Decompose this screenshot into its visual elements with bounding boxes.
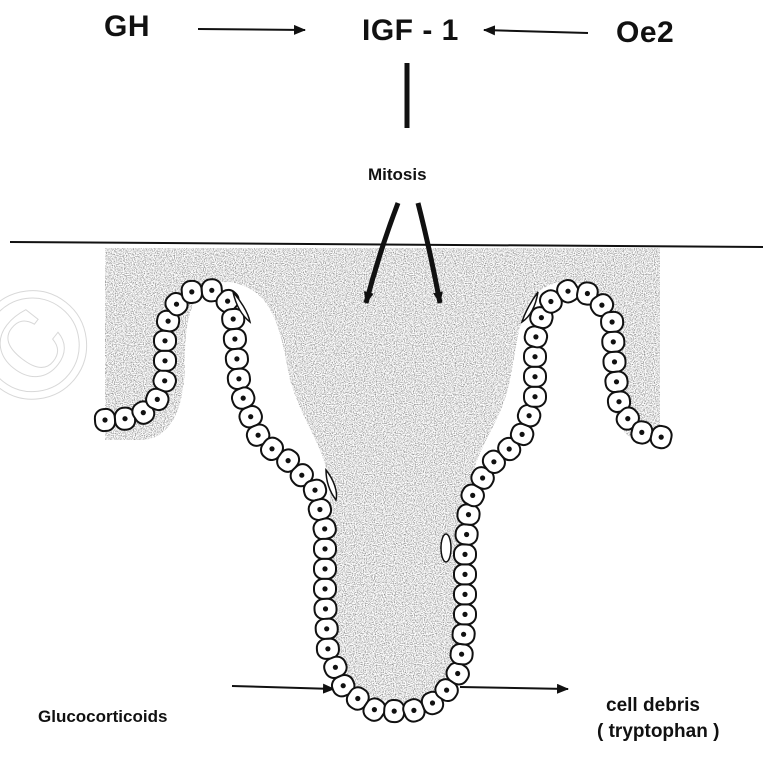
glucocorticoids-label: Glucocorticoids [38,707,167,727]
cell-debris-arrow [460,687,568,689]
cell-nucleus [174,302,179,307]
cell-nucleus [480,475,485,480]
glucocorticoids-arrow [232,686,334,689]
cell-nucleus [461,632,466,637]
surface-line [10,242,763,247]
cell-nucleus [565,289,570,294]
cell-nucleus [269,446,274,451]
cell-nucleus [639,430,644,435]
cell-nucleus [548,299,553,304]
cell-nucleus [189,289,194,294]
cell-nucleus [459,652,464,657]
cell-nucleus [466,512,471,517]
cell-nucleus [162,378,167,383]
cell-nucleus [411,708,416,713]
cell-nucleus [507,446,512,451]
cell-nucleus [610,319,615,324]
cell-nucleus [372,707,377,712]
cell-nucleus [491,459,496,464]
cell-nucleus [355,696,360,701]
cell-nucleus [532,374,537,379]
cell-nucleus [325,646,330,651]
cell-nucleus [616,399,621,404]
cell-nucleus [625,416,630,421]
cell-nucleus [611,339,616,344]
cell-nucleus [231,316,236,321]
cell-nucleus [444,688,449,693]
cell-nucleus [323,606,328,611]
cell-nucleus [585,291,590,296]
cell-nucleus [102,417,107,422]
cell-nucleus [462,572,467,577]
cell-nucleus [333,665,338,670]
cell-nucleus [455,671,460,676]
cell-nucleus [232,336,237,341]
cell-nucleus [312,488,317,493]
gh-label: GH [104,10,150,44]
cell-nucleus [462,592,467,597]
tryptophan-label: ( tryptophan ) [597,720,719,744]
cell-nucleus [166,319,171,324]
oe2-label: Oe2 [616,16,674,50]
cell-nucleus [659,435,664,440]
cell-nucleus [322,526,327,531]
cell-nucleus [470,493,475,498]
cell-nucleus [209,288,214,293]
cell-nucleus [317,507,322,512]
cell-nucleus [462,612,467,617]
cell-nucleus [155,397,160,402]
cell-nucleus [324,626,329,631]
cell-nucleus [341,683,346,688]
oe2-to-igf-arrow [484,30,588,33]
cell-nucleus [462,552,467,557]
cell-nucleus [299,473,304,478]
cell-debris-label: cell debris [606,694,700,718]
cell-nucleus [248,414,253,419]
cell-nucleus [286,458,291,463]
cell-nucleus [532,394,537,399]
mitosis-label: Mitosis [368,165,427,185]
cell-nucleus [234,356,239,361]
cell-nucleus [162,338,167,343]
cell-nucleus [141,410,146,415]
cell-nucleus [599,303,604,308]
cell-nucleus [322,566,327,571]
cell-nucleus [527,413,532,418]
cell-nucleus [520,432,525,437]
gh-to-igf-arrow [198,29,305,30]
igf1-label: IGF - 1 [362,14,459,48]
cell-nucleus [322,586,327,591]
cell-nucleus [122,416,127,421]
cell-nucleus [533,334,538,339]
cell-nucleus [614,379,619,384]
cell-nucleus [612,359,617,364]
cell-nucleus [236,376,241,381]
cell-nucleus [241,396,246,401]
cell-nucleus [539,315,544,320]
cell-nucleus [430,700,435,705]
cell-nucleus [532,354,537,359]
cell-nucleus [162,358,167,363]
cell-nucleus [225,299,230,304]
goblet-cell-right-mid [441,534,451,562]
cell-nucleus [464,532,469,537]
cell-nucleus [256,433,261,438]
stippled-tissue [105,248,660,703]
cell-nucleus [392,709,397,714]
cell-nucleus [322,546,327,551]
